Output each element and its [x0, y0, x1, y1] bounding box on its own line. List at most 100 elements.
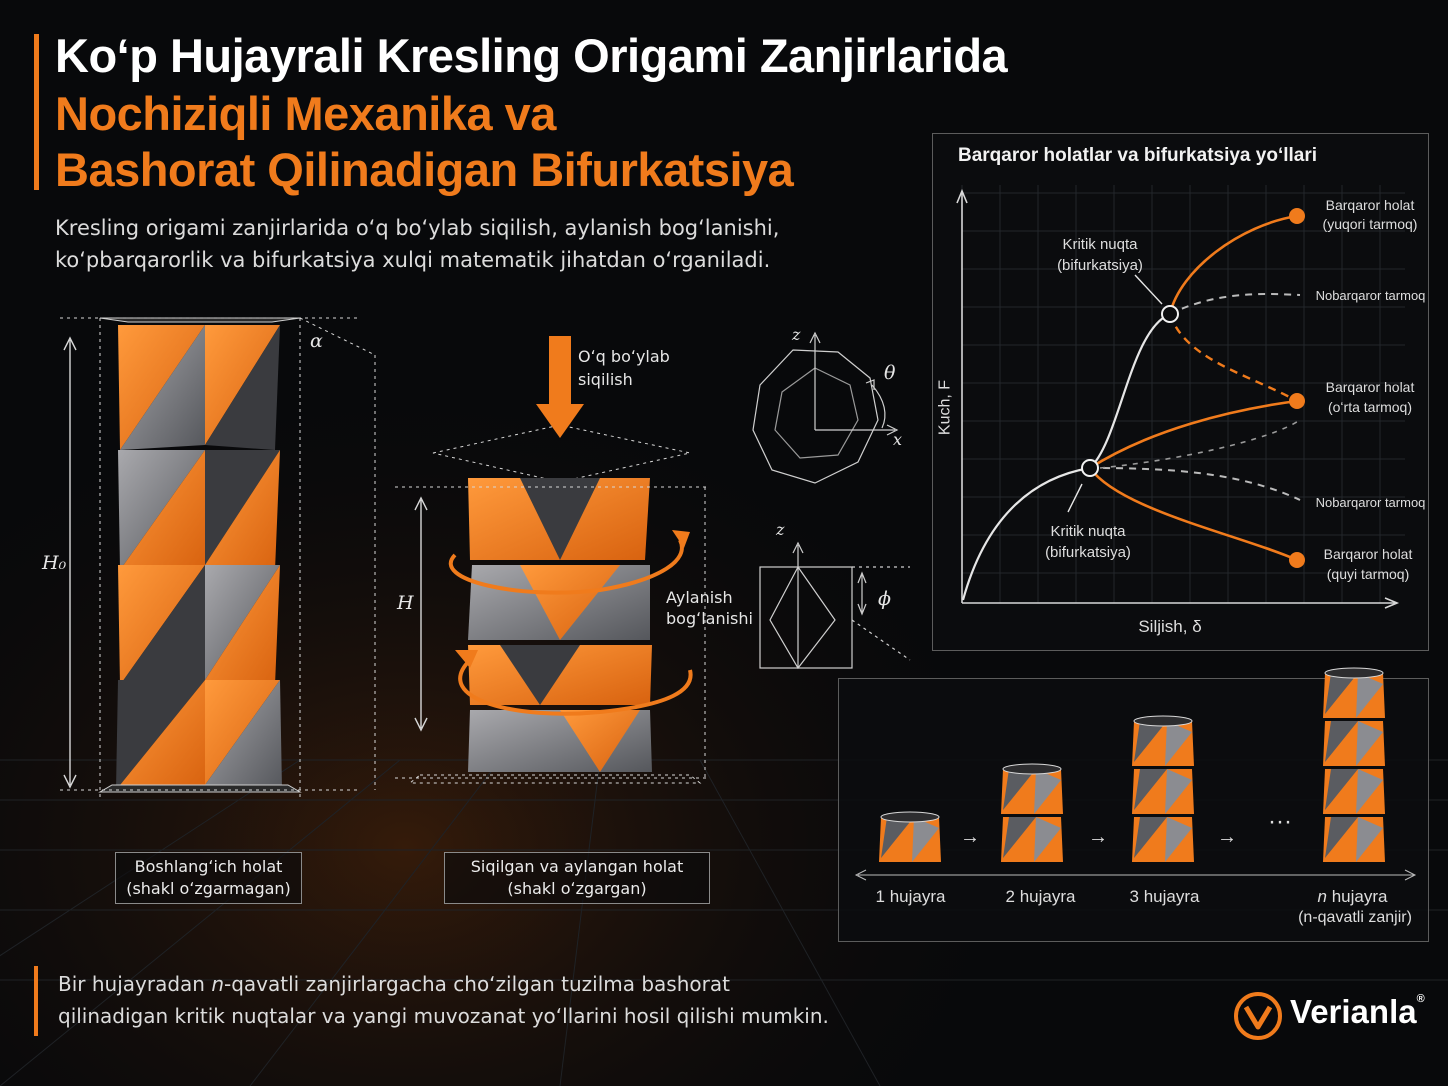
- initial-caption-line-2: (shakl oʻzgarmagan): [126, 879, 291, 898]
- chart-branch-upper-stable: [1168, 214, 1298, 315]
- chain-cell-panel-grey: [1034, 817, 1061, 862]
- footer-line-1: Bir hujayradan n-qavatli zanjirlargacha …: [58, 968, 730, 1000]
- chain-cell-panel-dark: [1134, 817, 1167, 858]
- chain-baseline-arrow-right: [1404, 869, 1417, 881]
- chain-arrow-3: →: [1217, 826, 1237, 848]
- chart-x-axis-arrow: [1384, 597, 1400, 609]
- chain-cell-top-cap: [1133, 715, 1193, 727]
- branch-lower-label-1: Barqaror holat: [1323, 546, 1413, 562]
- chain-baseline-arrow-left: [854, 869, 867, 881]
- compressed-state-caption: Siqilgan va aylangan holat (shakl oʻzgar…: [444, 852, 710, 904]
- chart-branch-endpoint: [1289, 552, 1305, 568]
- chain-cell-panel-dark: [1134, 721, 1167, 762]
- brand-name: Verianla®: [1290, 993, 1425, 1031]
- chain-cell-panel-dark: [1003, 769, 1036, 810]
- chart-branch-endpoint: [1289, 208, 1305, 224]
- compressed-caption-line-2: (shakl oʻzgargan): [507, 879, 647, 898]
- chain-cell-panel-grey: [1356, 673, 1383, 718]
- chain-arrow-1: →: [960, 826, 980, 848]
- chart-critical-point-lower: [1081, 459, 1099, 477]
- footer-n: n: [211, 972, 225, 996]
- axis-z-top: z: [792, 325, 801, 344]
- rotation-label-1: Aylanish: [666, 588, 733, 607]
- twist-angle-alpha-label: α: [310, 330, 323, 352]
- subtitle-line-1: Kresling origami zanjirlarida oʻq boʻyla…: [55, 216, 780, 240]
- branch-lower-label-2: (quyi tarmoq): [1326, 566, 1410, 582]
- chain-cell-panel-dark: [1134, 769, 1167, 810]
- chain-n-text: hujayra: [1326, 887, 1388, 906]
- chart-branch-endpoint: [1289, 393, 1305, 409]
- brand-text: Verianla: [1290, 993, 1417, 1030]
- compressed-height-label: H: [397, 592, 414, 614]
- chain-cell-n-sublabel: (n-qavatli zanjir): [1298, 909, 1412, 926]
- chart-y-axis-arrow: [956, 188, 968, 204]
- branch-upper-label-1: Barqaror holat: [1325, 197, 1415, 213]
- chart-title: Barqaror holatlar va bifurkatsiya yoʻlla…: [958, 145, 1318, 166]
- axis-x-top: x: [893, 430, 903, 449]
- chart-critical-point-upper: [1161, 305, 1179, 323]
- critical-point-lower-l2: (bifurkatsiya): [1045, 544, 1131, 561]
- axis-phi: ϕ: [878, 588, 891, 610]
- chain-arrow-2: →: [1088, 826, 1108, 848]
- axis-theta: θ: [884, 362, 896, 384]
- rotation-label-2: bogʻlanishi: [666, 609, 753, 628]
- branch-unstable-lower-label: Nobarqaror tarmoq: [1315, 495, 1426, 510]
- chart-branch-lower-stable: [1088, 467, 1298, 562]
- chain-ellipsis: ···: [1268, 808, 1292, 835]
- compression-label-2: siqilish: [578, 370, 633, 389]
- chain-cell-panel-grey: [1356, 817, 1383, 862]
- branch-middle-label-2: (oʻrta tarmoq): [1327, 399, 1413, 415]
- compressed-caption-line-1: Siqilgan va aylangan holat: [470, 857, 684, 876]
- compression-label-1: Oʻq boʻylab: [578, 347, 670, 366]
- chain-cell-3-label: 3 hujayra: [1129, 887, 1200, 906]
- brand-registered-mark: ®: [1416, 993, 1425, 1005]
- chain-cell-top-cap: [1324, 667, 1384, 679]
- x-axis-label: Siljish, δ: [1138, 617, 1202, 636]
- chain-cell-2-label: 2 hujayra: [1005, 887, 1076, 906]
- chain-cell-panel-grey: [1165, 769, 1192, 814]
- chain-cell-panel-dark: [1325, 721, 1358, 762]
- chain-cell-panel-dark: [881, 817, 914, 858]
- critical-point-upper-l2: (bifurkatsiya): [1057, 257, 1143, 274]
- twist-axis-diagram: [759, 541, 911, 670]
- initial-state-caption: Boshlangʻich holat (shakl oʻzgarmagan): [115, 852, 302, 904]
- chart-branch-lower-unstable: [1089, 467, 1301, 501]
- initial-tower: [60, 317, 376, 800]
- chain-cell-1-label: 1 hujayra: [875, 887, 946, 906]
- chain-cell-panel-dark: [1325, 817, 1358, 858]
- chart-branch-faint-dashed: [1099, 419, 1301, 469]
- footer-accent-bar: [34, 966, 38, 1036]
- title-line-3: Bashorat Qilinadigan Bifurkatsiya: [55, 143, 794, 196]
- chain-cell-panel-grey: [1034, 769, 1061, 814]
- chain-cell-top-cap: [880, 811, 940, 823]
- title-accent-bar: [34, 34, 39, 190]
- chain-cell-n-label: n hujayra: [1300, 887, 1405, 906]
- bifurcation-chart-panel: [932, 133, 1429, 651]
- footer-text-b: -qavatli zanjirlargacha choʻzilgan tuzil…: [224, 972, 730, 996]
- chart-branch-upper-unstable: [1169, 293, 1301, 315]
- chart-branch-middle-stable: [1089, 399, 1298, 470]
- initial-height-label: H₀: [42, 552, 67, 574]
- chain-cell-panel-dark: [1325, 769, 1358, 810]
- chain-cell-panel-grey: [912, 817, 939, 862]
- branch-unstable-upper-label: Nobarqaror tarmoq: [1315, 288, 1426, 303]
- chain-cell-panel-grey: [1165, 721, 1192, 766]
- critical-point-upper-l1: Kritik nuqta: [1062, 236, 1138, 253]
- chain-cell-panel-dark: [1003, 817, 1036, 858]
- chain-cell-panel-dark: [1325, 673, 1358, 714]
- branch-middle-label-1: Barqaror holat: [1325, 379, 1415, 395]
- subtitle-line-2: koʻpbarqarorlik va bifurkatsiya xulqi ma…: [55, 248, 771, 272]
- rotation-axis-diagram: [752, 331, 899, 484]
- chart-annotation-arrow-upper: [1134, 274, 1163, 305]
- chain-cell-top-cap: [1002, 763, 1062, 775]
- footer-text-a: Bir hujayradan: [58, 972, 212, 996]
- chain-cell-panel-grey: [1165, 817, 1192, 862]
- initial-caption-line-1: Boshlangʻich holat: [134, 857, 283, 876]
- branch-upper-label-2: (yuqori tarmoq): [1322, 216, 1418, 232]
- chart-branch-middle-dashed: [1168, 313, 1298, 403]
- chart-annotation-arrow-lower: [1067, 483, 1083, 513]
- critical-point-lower-l1: Kritik nuqta: [1050, 523, 1126, 540]
- title-line-1: Koʻp Hujayrali Kresling Origami Zanjirla…: [55, 29, 1008, 82]
